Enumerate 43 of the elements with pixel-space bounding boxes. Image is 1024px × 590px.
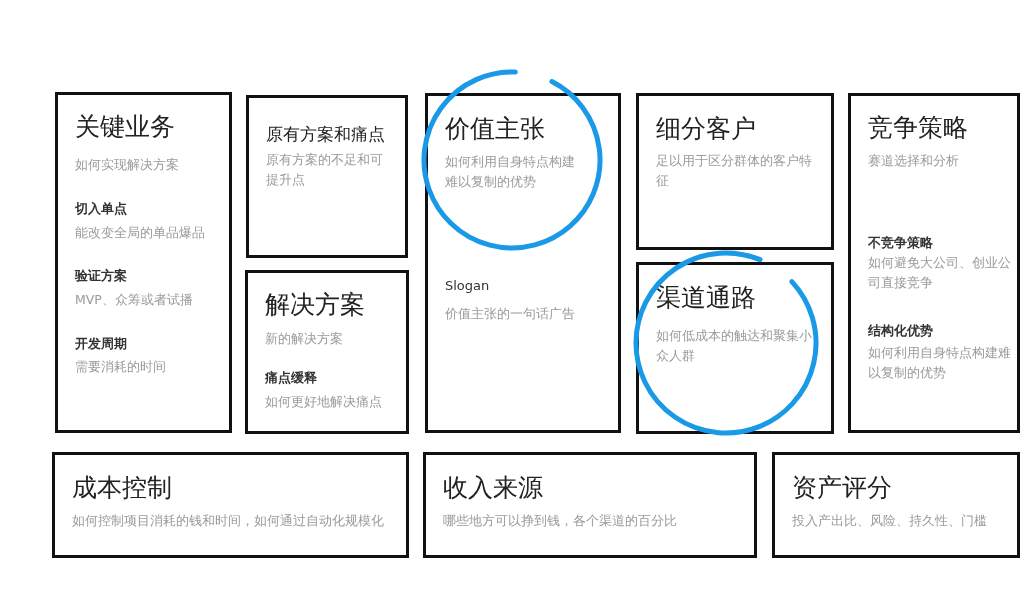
description-text: 哪些地方可以挣到钱，各个渠道的百分比 [443,512,678,530]
canvas-card [55,92,232,433]
card-title: 细分客户 [656,114,756,144]
card-title: 渠道通路 [656,283,756,313]
description-text: 能改变全局的单品爆品 [75,224,206,242]
subheading: 切入单点 [75,200,127,218]
description-text: 如何更好地解决痛点 [265,393,383,411]
subheading: 不竞争策略 [868,234,933,252]
canvas-card [245,270,409,434]
card-title: 竞争策略 [868,113,968,143]
description-text: 如何避免大公司、创业公司直接竞争 [868,254,1012,292]
canvas-card [848,93,1020,433]
card-title: 解决方案 [265,290,365,320]
card-title: 原有方案和痛点 [266,123,385,146]
description-text: 如何控制项目消耗的钱和时间，如何通过自动化规模化 [72,512,385,530]
canvas-card [772,452,1020,558]
canvas-card [246,95,408,258]
description-text: 原有方案的不足和可提升点 [266,151,384,189]
description-text: 如何实现解决方案 [75,156,180,174]
canvas-card [636,93,834,250]
canvas-card [52,452,409,558]
card-title: 资产评分 [792,473,892,503]
canvas-card [636,262,834,434]
card-title: 关键业务 [75,112,175,142]
canvas-card [425,93,621,433]
description-text: 投入产出比、风险、持久性、门槛 [792,512,988,530]
subheading: 结构化优势 [868,322,933,340]
card-title: 成本控制 [72,473,172,503]
card-title: 价值主张 [445,114,545,144]
canvas-card [423,452,757,558]
description-text: 如何低成本的触达和聚集小众人群 [656,327,813,365]
description-text: 赛道选择和分析 [868,152,960,170]
description-text: 足以用于区分群体的客户特征 [656,152,813,190]
description-text: 需要消耗的时间 [75,358,167,376]
description-text: 如何利用自身特点构建难以复制的优势 [445,153,576,191]
subheading: Slogan [445,277,490,295]
subheading: 验证方案 [75,267,127,285]
description-text: MVP、众筹或者试播 [75,291,194,309]
subheading: 痛点缓释 [265,369,317,387]
description-text: 如何利用自身特点构建难以复制的优势 [868,344,1012,382]
card-title: 收入来源 [443,473,543,503]
subheading: 开发周期 [75,335,127,353]
description-text: 新的解决方案 [265,330,344,348]
